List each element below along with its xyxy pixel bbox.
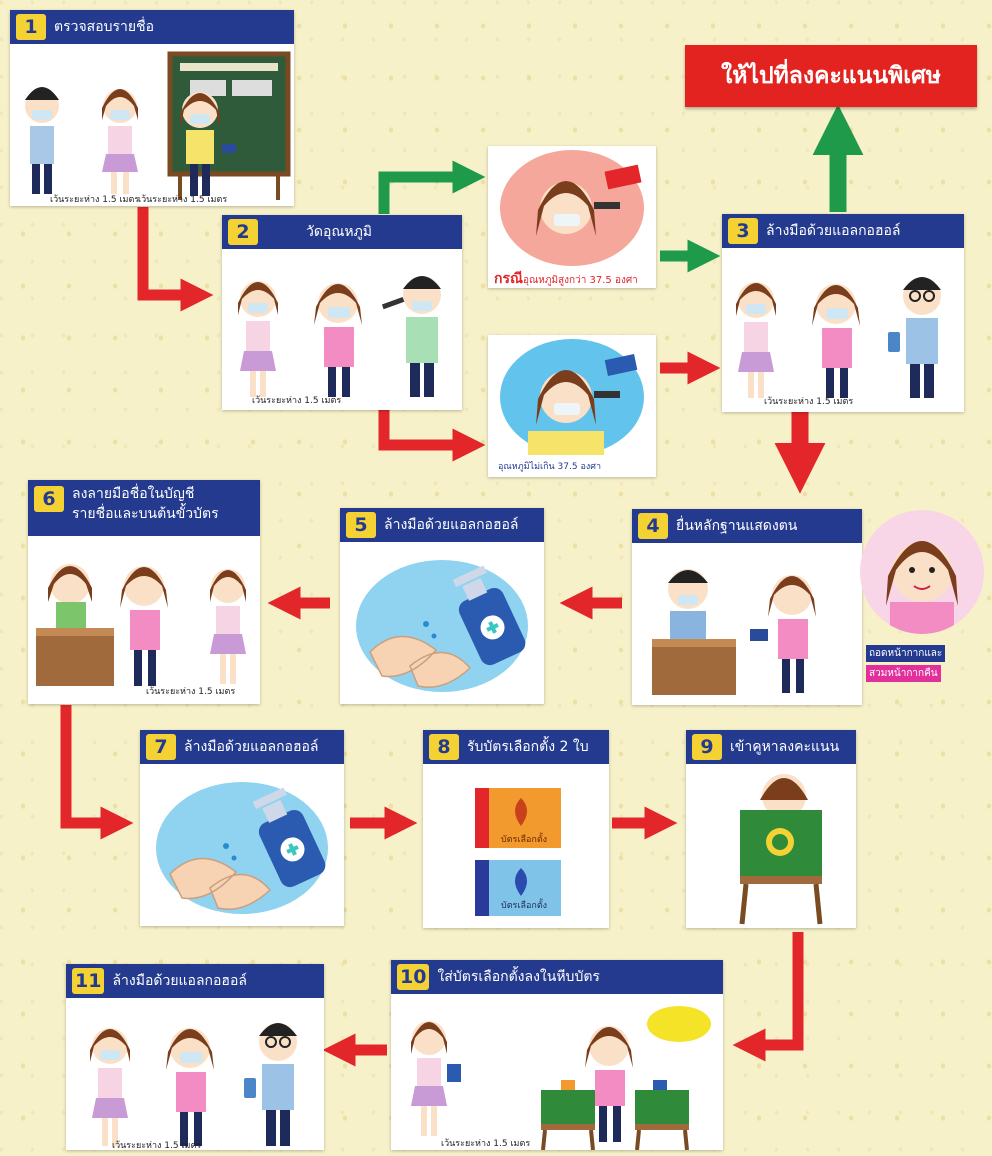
step-1-label: ตรวจสอบรายชื่อ [54,19,155,35]
step-2-distance-caption: เว้นระยะห่าง 1.5 เมตร [252,396,342,406]
hands-icon [169,857,272,910]
step-1-distance-caption-b: เว้นระยะห่าง 1.5 เมตร [138,195,228,205]
step-6-label: ลงลายมือชื่อในบัญชี รายชื่อและบนต้นขั้วบ… [72,486,219,522]
person-man-icon [25,87,59,194]
step-8-label: รับบัตรเลือกตั้ง 2 ใบ [467,739,589,755]
special-voting-label: ให้ไปที่ลงคะแนนพิเศษ [721,63,941,89]
ballot-orange-caption: บัตรเลือกตั้ง [501,835,548,845]
arrow-2-to-normaltemp [378,410,486,462]
step-2-illustration [238,276,441,397]
step-11-label: ล้างมือด้วยแอลกอฮอล์ [112,973,247,989]
step-4-label: ยื่นหลักฐานแสดงตน [676,518,798,534]
step-2-panel: 2 วัดอุณหภูมิ เว้นระยะห่าง 1.5 เมตร [222,215,462,410]
step-10-panel: 10 ใส่บัตรเลือกตั้งลงในหีบบัตร เว้นระยะห… [391,960,723,1150]
step-5-illustration [356,560,528,692]
hands-icon [369,635,472,688]
step-11-number: 11 [72,968,105,994]
step-5-panel: 5 ล้างมือด้วยแอลกอฮอล์ [340,508,544,704]
step-2-label: วัดอุณหภูมิ [306,224,373,240]
step-1-header: 1 ตรวจสอบรายชื่อ [10,10,294,44]
step-10-header: 10 ใส่บัตรเลือกตั้งลงในหีบบัตร [391,960,723,994]
step-8-header: 8 รับบัตรเลือกตั้ง 2 ใบ [423,730,609,764]
step-11-distance-caption: เว้นระยะห่าง 1.5 เมตร [112,1141,202,1151]
mask-callout-illustration [886,541,958,634]
high-temp-panel: กรณีอุณหภูมิสูงกว่า 37.5 องศา [488,146,656,288]
step-9-number: 9 [692,734,722,760]
step-3-number: 3 [728,218,758,244]
step-1-illustration [25,51,291,200]
arrow-2-to-hightemp [378,160,486,214]
step-4-illustration [652,569,816,695]
ballot-blue-icon [475,860,561,916]
step-4-header: 4 ยื่นหลักฐานแสดงตน [632,509,862,543]
step-7-header: 7 ล้างมือด้วยแอลกอฮอล์ [140,730,344,764]
ballot-orange-icon [475,788,561,848]
step-7-illustration [156,782,328,914]
sanitizer-bottle-icon [452,565,526,666]
step-3-header: 3 ล้างมือด้วยแอลกอฮอล์ [722,214,964,248]
step-10-label: ใส่บัตรเลือกตั้งลงในหีบบัตร [437,969,600,985]
step-8-illustration [475,788,561,916]
step-10-number: 10 [397,964,430,990]
step-10-illustration [411,1006,711,1150]
high-temp-caption: กรณีอุณหภูมิสูงกว่า 37.5 องศา [494,268,638,290]
step-7-number: 7 [146,734,176,760]
step-6-illustration [36,564,246,686]
step-8-number: 8 [429,734,459,760]
normal-temp-caption: อุณหภูมิไม่เกิน 37.5 องศา [498,462,602,472]
mask-caption-line1: ถอดหน้ากากและ [866,645,946,662]
step-10-distance-caption: เว้นระยะห่าง 1.5 เมตร [441,1139,531,1149]
arrow-6-to-7 [60,705,134,840]
step-1-distance-caption-a: เว้นระยะห่าง 1.5 เมตร [50,195,140,205]
step-5-label: ล้างมือด้วยแอลกอฮอล์ [384,517,519,533]
step-6-number: 6 [34,486,64,512]
step-11-illustration [90,1023,297,1146]
step-11-panel: 11 ล้างมือด้วยแอลกอฮอล์ เว้นระยะห่าง 1.5… [66,964,324,1151]
step-3-label: ล้างมือด้วยแอลกอฮอล์ [766,223,901,239]
step-11-header: 11 ล้างมือด้วยแอลกอฮอล์ [66,964,324,998]
step-6-panel: 6 ลงลายมือชื่อในบัญชี รายชื่อและบนต้นขั้… [28,480,260,704]
arrow-9-to-10 [732,932,804,1062]
step-6-header: 6 ลงลายมือชื่อในบัญชี รายชื่อและบนต้นขั้… [28,480,260,536]
step-6-distance-caption: เว้นระยะห่าง 1.5 เมตร [146,687,236,697]
ballot-blue-caption: บัตรเลือกตั้ง [501,901,548,911]
step-9-panel: 9 เข้าคูหาลงคะแนน [686,730,856,928]
person-woman-card-icon [180,92,236,196]
step-3-illustration [736,277,941,398]
step-9-header: 9 เข้าคูหาลงคะแนน [686,730,856,764]
step-1-panel: 1 ตรวจสอบรายชื่อ เว้นระยะห่าง 1.5 เมตร เ… [10,10,294,206]
mask-callout [860,510,984,634]
step-7-label: ล้างมือด้วยแอลกอฮอล์ [184,739,319,755]
step-9-label: เข้าคูหาลงคะแนน [730,739,840,755]
mask-caption-line2: สวมหน้ากากคืน [866,665,941,682]
step-3-panel: 3 ล้างมือด้วยแอลกอฮอล์ เว้นระยะห่าง 1.5 … [722,214,964,412]
special-voting-box: ให้ไปที่ลงคะแนนพิเศษ [685,45,977,107]
person-woman-icon [102,89,138,194]
step-3-distance-caption: เว้นระยะห่าง 1.5 เมตร [764,397,854,407]
step-9-illustration [739,774,823,925]
high-temp-caption-text: อุณหภูมิสูงกว่า 37.5 องศา [522,275,638,286]
high-temp-illustration [500,150,644,266]
step-8-panel: 8 รับบัตรเลือกตั้ง 2 ใบ บัตรเลือกตั้ง บั… [423,730,609,928]
step-2-header: 2 วัดอุณหภูมิ [222,215,462,249]
step-5-header: 5 ล้างมือด้วยแอลกอฮอล์ [340,508,544,542]
normal-temp-illustration [500,339,644,455]
step-7-panel: 7 ล้างมือด้วยแอลกอฮอล์ [140,730,344,926]
step-4-panel: 4 ยื่นหลักฐานแสดงตน [632,509,862,705]
normal-temp-panel: อุณหภูมิไม่เกิน 37.5 องศา [488,335,656,477]
sanitizer-bottle-icon [252,787,326,888]
arrow-1-to-2 [137,207,214,312]
step-2-number: 2 [228,219,258,245]
step-1-number: 1 [16,14,46,40]
step-5-number: 5 [346,512,376,538]
high-temp-caption-prefix: กรณี [494,271,523,287]
step-4-number: 4 [638,513,668,539]
